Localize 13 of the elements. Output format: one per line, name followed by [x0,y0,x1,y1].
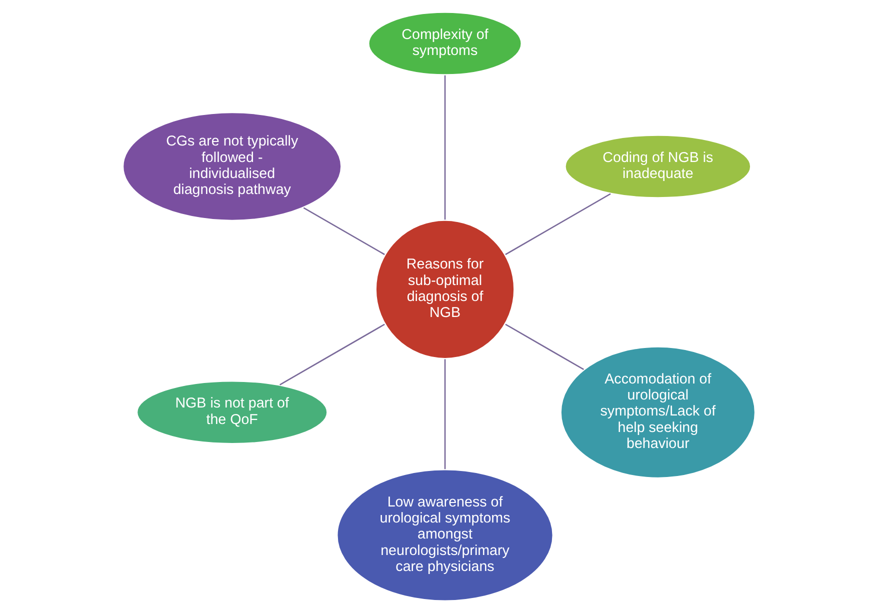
node-ellipse: CGs are not typically followed - individualised diagnosis pathway [122,111,342,222]
connector [505,193,611,256]
node-ellipse: Low awareness of urological symptoms amongst neurologists/primary care physicians [336,468,554,602]
connector [280,324,385,386]
connector [444,75,446,220]
node-ellipse: Accomodation of urological symptoms/Lack of help seeking behaviour [560,346,756,480]
node-circle: Reasons for sub-optimal diagnosis of NGB [374,219,516,360]
connector [303,207,385,256]
node-ellipse: Coding of NGB is inadequate [564,134,752,199]
connector [505,324,584,370]
node-ellipse: NGB is not part of the QoF [136,380,328,445]
node-ellipse: Complexity of symptoms [367,11,523,76]
connector [444,359,446,470]
